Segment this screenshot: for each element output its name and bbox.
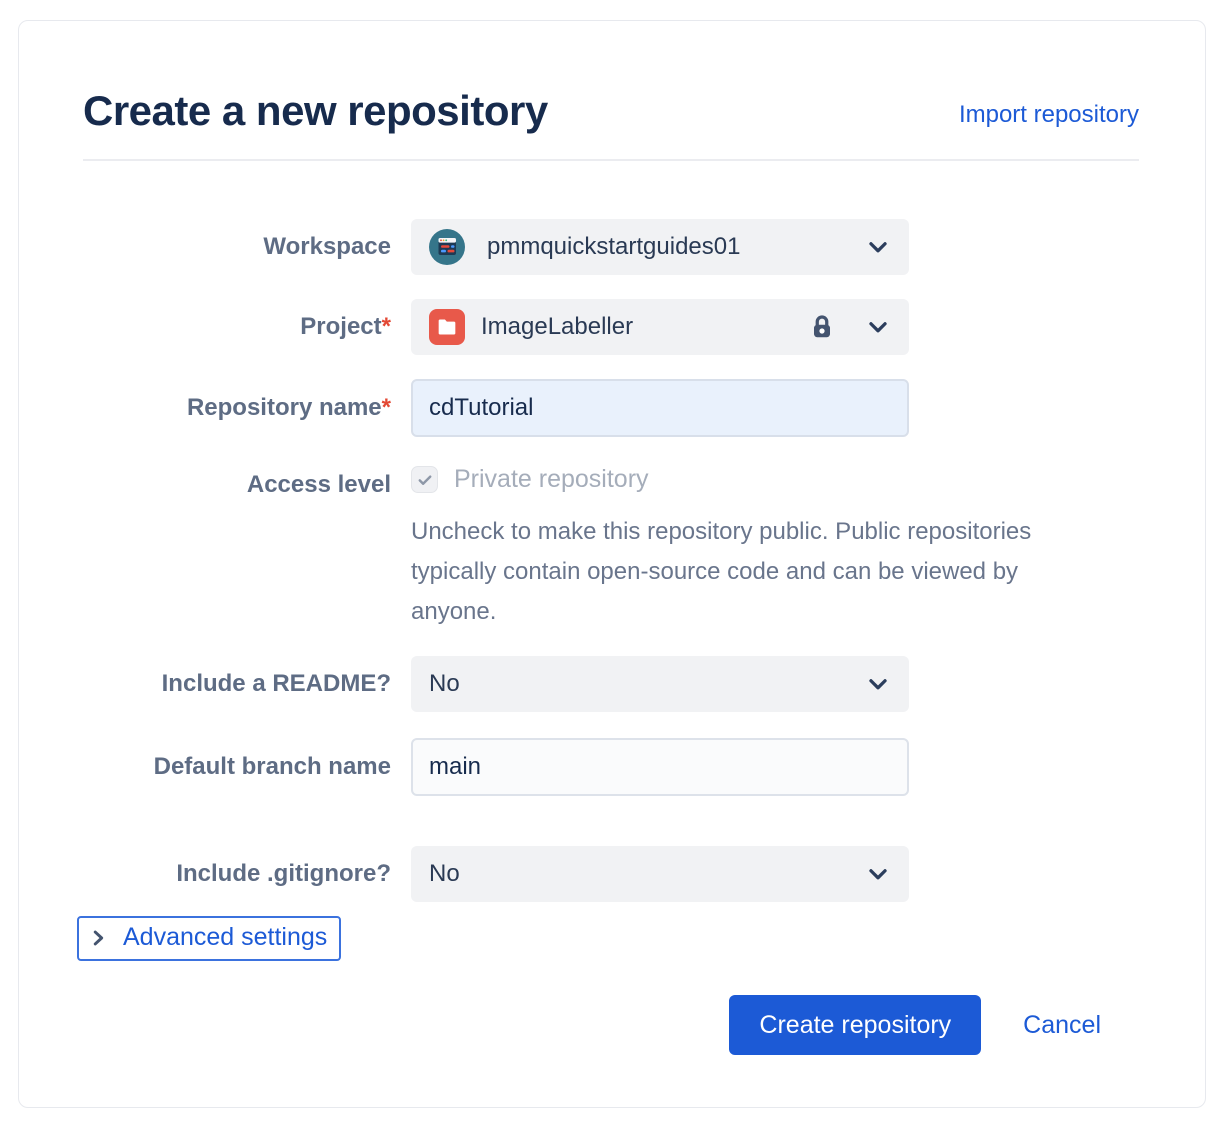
workspace-select[interactable]: pmmquickstartguides01 — [411, 219, 909, 275]
dialog-footer: Create repository Cancel — [83, 995, 1139, 1055]
project-row: Project* ImageLabeller — [83, 299, 1139, 355]
chevron-down-icon — [869, 679, 887, 690]
chevron-right-icon — [93, 930, 104, 945]
repository-name-input[interactable] — [411, 379, 909, 437]
create-repository-button[interactable]: Create repository — [729, 995, 982, 1055]
project-value: ImageLabeller — [481, 313, 634, 340]
default-branch-row: Default branch name — [83, 738, 1139, 796]
private-repository-label: Private repository — [454, 465, 649, 493]
access-level-label: Access level — [246, 471, 391, 498]
include-readme-label: Include a README? — [161, 670, 391, 697]
lock-icon — [814, 315, 830, 338]
include-gitignore-row: Include .gitignore? No — [83, 846, 1139, 902]
page-title: Create a new repository — [83, 87, 548, 134]
include-gitignore-value: No — [429, 860, 460, 887]
workspace-value: pmmquickstartguides01 — [487, 233, 741, 260]
workspace-avatar — [429, 229, 465, 265]
repository-name-row: Repository name* — [83, 379, 1139, 437]
private-repository-checkbox[interactable] — [411, 466, 438, 493]
project-select[interactable]: ImageLabeller — [411, 299, 909, 355]
chevron-down-icon — [869, 869, 887, 880]
project-label: Project* — [300, 313, 391, 340]
access-level-helper-text: Uncheck to make this repository public. … — [411, 518, 1032, 625]
required-asterisk: * — [381, 394, 391, 421]
advanced-settings-label: Advanced settings — [123, 923, 328, 951]
required-asterisk: * — [381, 313, 391, 340]
include-readme-value: No — [429, 670, 460, 697]
workspace-row: Workspace pmmquickstar — [83, 219, 1139, 275]
chevron-down-icon — [869, 322, 887, 333]
include-readme-select[interactable]: No — [411, 656, 909, 712]
import-repository-link[interactable]: Import repository — [958, 101, 1139, 128]
chevron-down-icon — [869, 242, 887, 253]
check-icon — [418, 474, 431, 485]
access-level-row: Access level Private repository Uncheck … — [83, 465, 1139, 632]
include-readme-row: Include a README? No — [83, 656, 1139, 712]
create-repository-form: Workspace pmmquickstar — [77, 219, 1139, 1055]
project-folder-icon — [429, 309, 465, 345]
default-branch-input[interactable] — [411, 738, 909, 796]
cancel-button[interactable]: Cancel — [1023, 1010, 1101, 1039]
include-gitignore-select[interactable]: No — [411, 846, 909, 902]
include-gitignore-label: Include .gitignore? — [176, 860, 391, 887]
workspace-label: Workspace — [263, 233, 391, 260]
repository-name-label: Repository name* — [186, 394, 391, 421]
advanced-settings-toggle[interactable]: Advanced settings — [77, 916, 342, 961]
dialog-header: Create a new repository Import repositor… — [83, 87, 1139, 135]
default-branch-label: Default branch name — [153, 753, 391, 780]
create-repository-dialog: Create a new repository Import repositor… — [18, 20, 1206, 1108]
header-divider — [83, 159, 1139, 161]
